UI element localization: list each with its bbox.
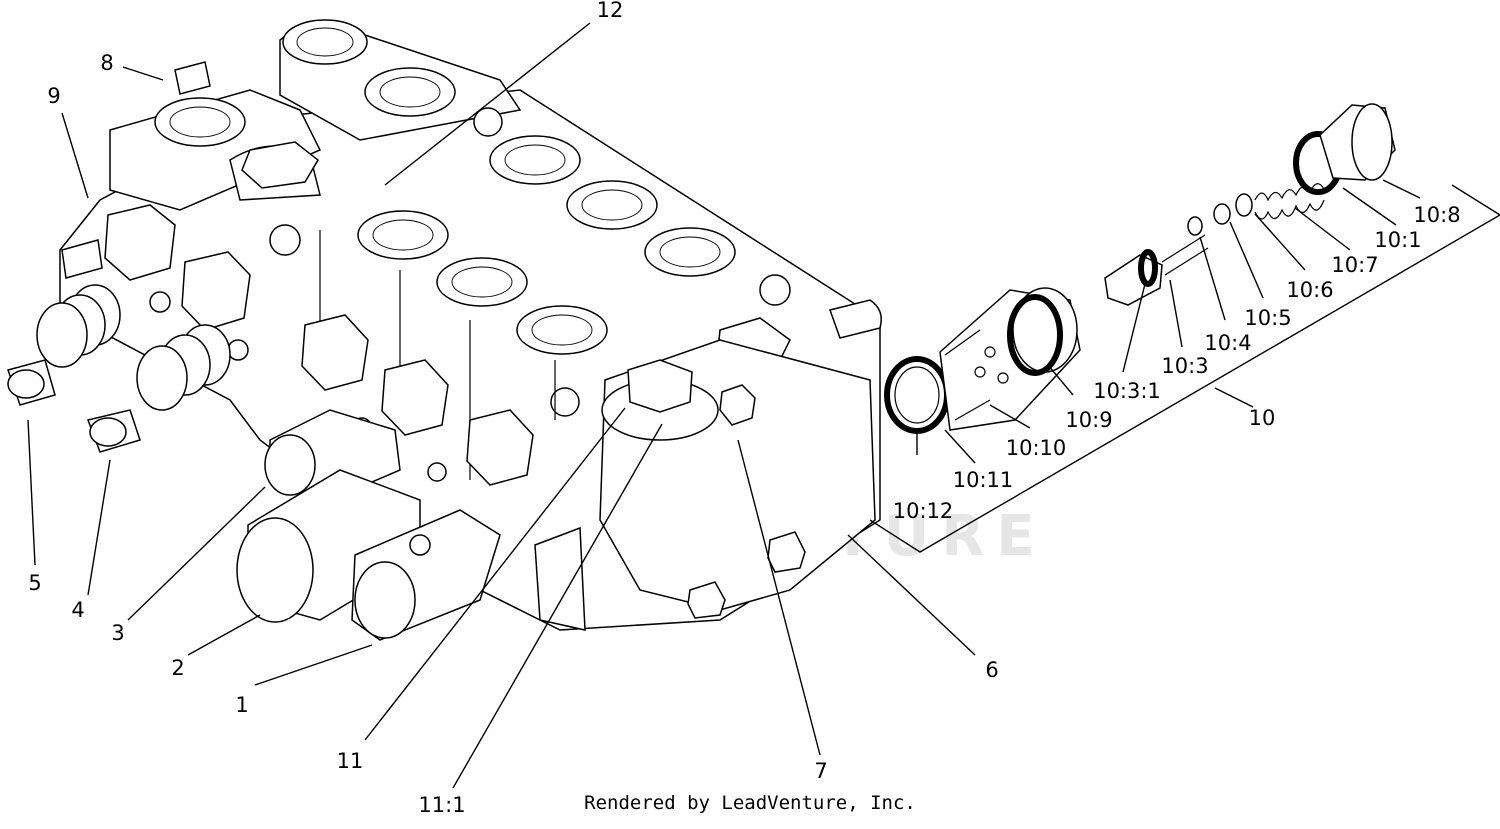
o-ring-10-12 bbox=[884, 356, 950, 434]
callout-10-4[interactable]: 10:4 bbox=[1204, 331, 1251, 355]
callout-10-5[interactable]: 10:5 bbox=[1244, 306, 1291, 330]
o-ring-10-9 bbox=[1007, 294, 1063, 376]
callout-12[interactable]: 12 bbox=[597, 0, 624, 22]
callout-3[interactable]: 3 bbox=[111, 621, 124, 645]
valve-body bbox=[7, 19, 882, 641]
callout-10[interactable]: 10 bbox=[1249, 406, 1276, 430]
callout-4[interactable]: 4 bbox=[71, 598, 84, 622]
callout-11-1[interactable]: 11:1 bbox=[418, 793, 465, 817]
solenoid-coil-3 bbox=[264, 409, 401, 501]
callout-10-3-1[interactable]: 10:3:1 bbox=[1093, 379, 1161, 403]
callout-10-3[interactable]: 10:3 bbox=[1161, 354, 1208, 378]
callout-10-7[interactable]: 10:7 bbox=[1331, 253, 1378, 277]
spool-boot-right bbox=[86, 324, 231, 453]
callout-9[interactable]: 9 bbox=[47, 84, 60, 108]
seal-10-3-1 bbox=[1138, 249, 1158, 287]
callout-11[interactable]: 11 bbox=[337, 749, 364, 773]
footer-text: Rendered by LeadVenture, Inc. bbox=[584, 792, 916, 814]
solenoid-nut-1 bbox=[351, 509, 501, 641]
callout-labels: 1 2 3 4 5 6 7 8 9 10 11 11:1 12 10:1 10:… bbox=[28, 0, 1460, 817]
callout-10-10[interactable]: 10:10 bbox=[1006, 436, 1067, 460]
callout-1[interactable]: 1 bbox=[235, 693, 248, 717]
callout-8[interactable]: 8 bbox=[100, 51, 113, 75]
callout-5[interactable]: 5 bbox=[28, 571, 41, 595]
callout-7[interactable]: 7 bbox=[814, 759, 827, 783]
callout-10-6[interactable]: 10:6 bbox=[1286, 278, 1333, 302]
callout-10-11[interactable]: 10:11 bbox=[953, 468, 1014, 492]
callout-10-12[interactable]: 10:12 bbox=[893, 499, 954, 523]
callout-2[interactable]: 2 bbox=[171, 656, 184, 680]
relief-cartridge-exploded bbox=[869, 103, 1500, 553]
spool-boot-left bbox=[7, 284, 121, 406]
callout-6[interactable]: 6 bbox=[985, 658, 998, 682]
rendered-by-footer: Rendered by LeadVenture, Inc. bbox=[0, 792, 1500, 814]
callout-10-1[interactable]: 10:1 bbox=[1374, 228, 1421, 252]
callout-10-9[interactable]: 10:9 bbox=[1065, 408, 1112, 432]
leader-lines bbox=[27, 22, 1421, 789]
callout-10-8[interactable]: 10:8 bbox=[1413, 203, 1460, 227]
